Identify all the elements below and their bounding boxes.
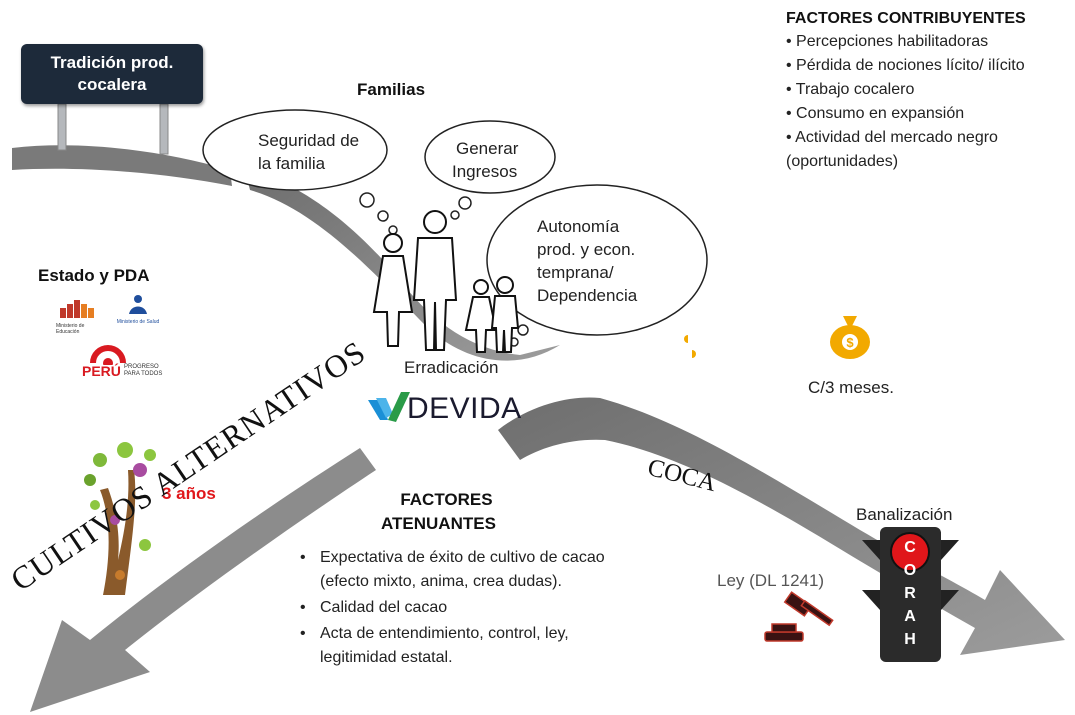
minedu-logo: Ministerio de Educación [56,298,98,335]
factores-atenuantes-title-1: FACTORES [400,490,493,509]
list-item: • Actividad del mercado negro (oportunid… [786,129,998,170]
ley-label: Ley (DL 1241) [717,571,825,590]
payment-frequency: C/3 meses. [808,378,894,397]
list-item: • Trabajo cocalero [786,81,915,98]
corah-letter: C [904,539,916,556]
minsa-logo-text: Ministerio de Salud [116,319,160,325]
sign-post-right [159,103,169,155]
main-road [245,170,560,361]
banalizacion-label: Banalización [856,505,953,524]
upper-road [12,145,232,186]
cloud-security-text: Seguridad de la familia [258,129,359,175]
corah-letter: O [903,562,917,579]
coin-icon [692,350,696,358]
cloud-security [202,109,388,191]
factores-atenuantes-title: FACTORES ATENUANTES [381,488,496,536]
peru-logo-tagline: PROGRESO PARA TODOS [124,364,163,377]
traffic-light-icon [862,527,959,662]
factores-contribuyentes-title: FACTORES CONTRIBUYENTES [786,10,1026,27]
cloud-autonomy-text: Autonomía prod. y econ. temprana/ Depend… [537,215,637,307]
thought-bubble [359,192,375,208]
money-bag-icon: $ [830,316,870,359]
tree-icon [84,442,156,595]
list-item: •Expectativa de éxito de cultivo de caca… [300,549,605,590]
thought-bubble [377,210,389,222]
corah-letter: R [904,585,916,602]
svg-text:$: $ [846,335,854,350]
peru-logo-text: PERÚ [82,363,121,379]
cloud-security-line-1: Seguridad de [258,131,360,150]
familias-title: Familias [357,80,426,99]
factores-contribuyentes: FACTORES CONTRIBUYENTES • Percepciones h… [786,10,1068,174]
minsa-logo: Ministerio de Salud [108,294,168,326]
corah-letter: A [904,608,916,625]
erradicacion-label: Erradicación [404,358,499,377]
cloud-income-line-1: Generar [456,139,519,158]
sign-line-1: Tradición prod. [50,53,174,72]
tree-age-label: 3 años [162,484,216,503]
thought-bubble [388,225,398,235]
devida-logo-text: DEVIDA [407,392,522,425]
tradicion-sign: Tradición prod. cocalera [21,44,203,104]
cloud-autonomy-line-2: prod. y econ. [537,240,636,259]
gavel-icon [764,591,834,642]
cloud-income-text: Generar Ingresos [452,137,518,183]
factores-atenuantes-list: •Expectativa de éxito de cultivo de caca… [300,546,630,670]
devida-logo-icon [368,392,410,422]
cloud-autonomy-line-4: Dependencia [537,286,638,305]
thought-bubble [458,196,472,210]
corah-letter: H [904,631,916,648]
list-item: • Pérdida de nociones lícito/ ilícito [786,57,1025,74]
list-item: •Acta de entendimiento, control, ley, le… [300,625,569,666]
sign-post-left [57,103,67,151]
peru-logo: PERÚ PROGRESO PARA TODOS [82,343,182,383]
cloud-income-line-2: Ingresos [452,162,518,181]
family-icon [372,210,520,353]
minedu-logo-text: Ministerio de Educación [56,323,85,335]
sign-line-2: cocalera [77,75,147,94]
estado-title: Estado y PDA [38,266,150,285]
thought-bubble [517,324,529,336]
alternativos-arrow [30,448,376,712]
cloud-autonomy-line-1: Autonomía [537,217,620,236]
list-item: • Percepciones habilitadoras [786,33,989,50]
cloud-autonomy-line-3: temprana/ [537,263,614,282]
cloud-autonomy [486,184,708,336]
list-item: • Consumo en expansión [786,105,965,122]
cloud-security-line-2: la familia [258,154,326,173]
cloud-income [424,120,556,194]
factores-contribuyentes-list: • Percepciones habilitadoras • Pérdida d… [786,30,1068,174]
factores-atenuantes-title-2: ATENUANTES [381,514,496,533]
coin-icon [684,335,688,343]
list-item: •Calidad del cacao [300,599,448,616]
thought-bubble [450,210,460,220]
